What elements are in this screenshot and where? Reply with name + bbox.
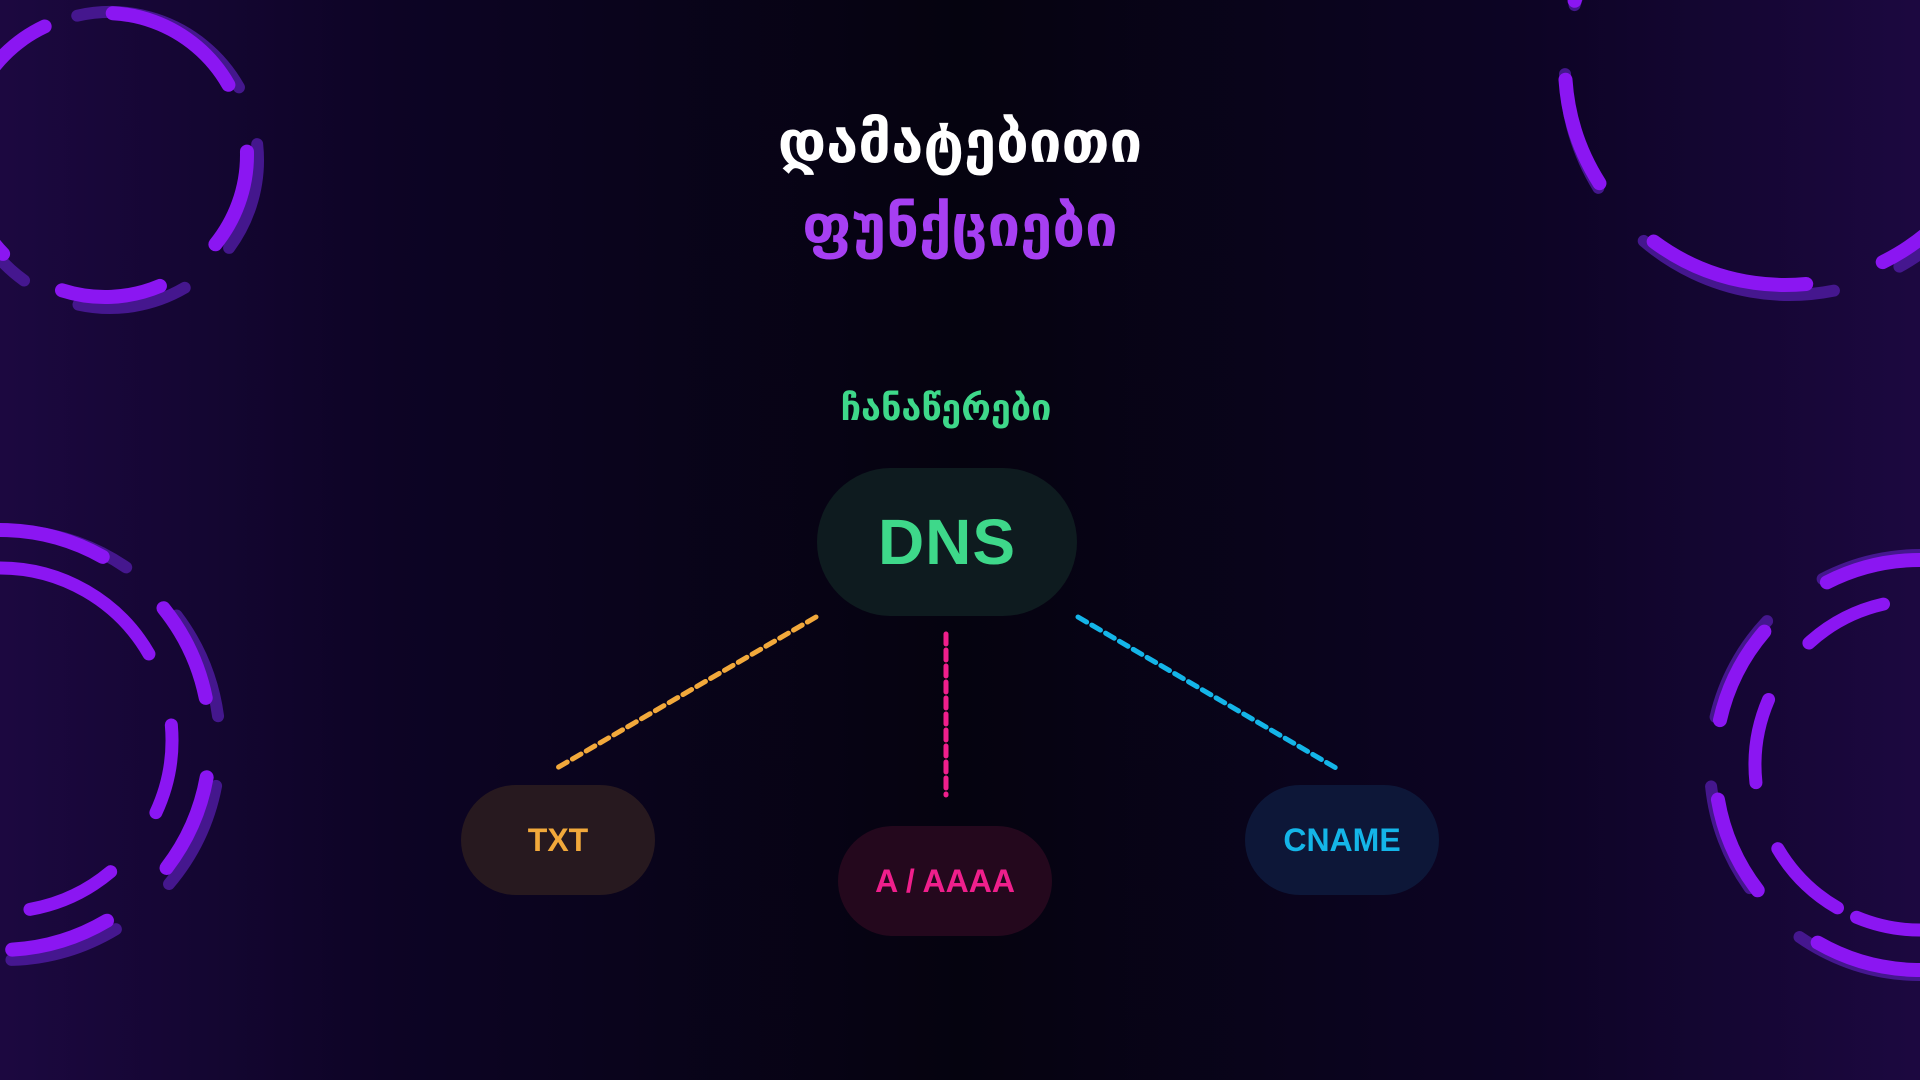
cname-node: CNAME <box>1245 785 1439 895</box>
title-line-2: ფუნქციები <box>802 192 1118 260</box>
title-line-1: დამატებითი <box>777 108 1143 176</box>
connector-cname <box>1075 614 1339 771</box>
dns-node: DNS <box>817 468 1077 616</box>
group-label: ჩანაწერები <box>840 388 1052 429</box>
connector-txt <box>554 614 819 771</box>
txt-node: TXT <box>461 785 655 895</box>
a-aaaa-node: A / AAAA <box>838 826 1052 936</box>
